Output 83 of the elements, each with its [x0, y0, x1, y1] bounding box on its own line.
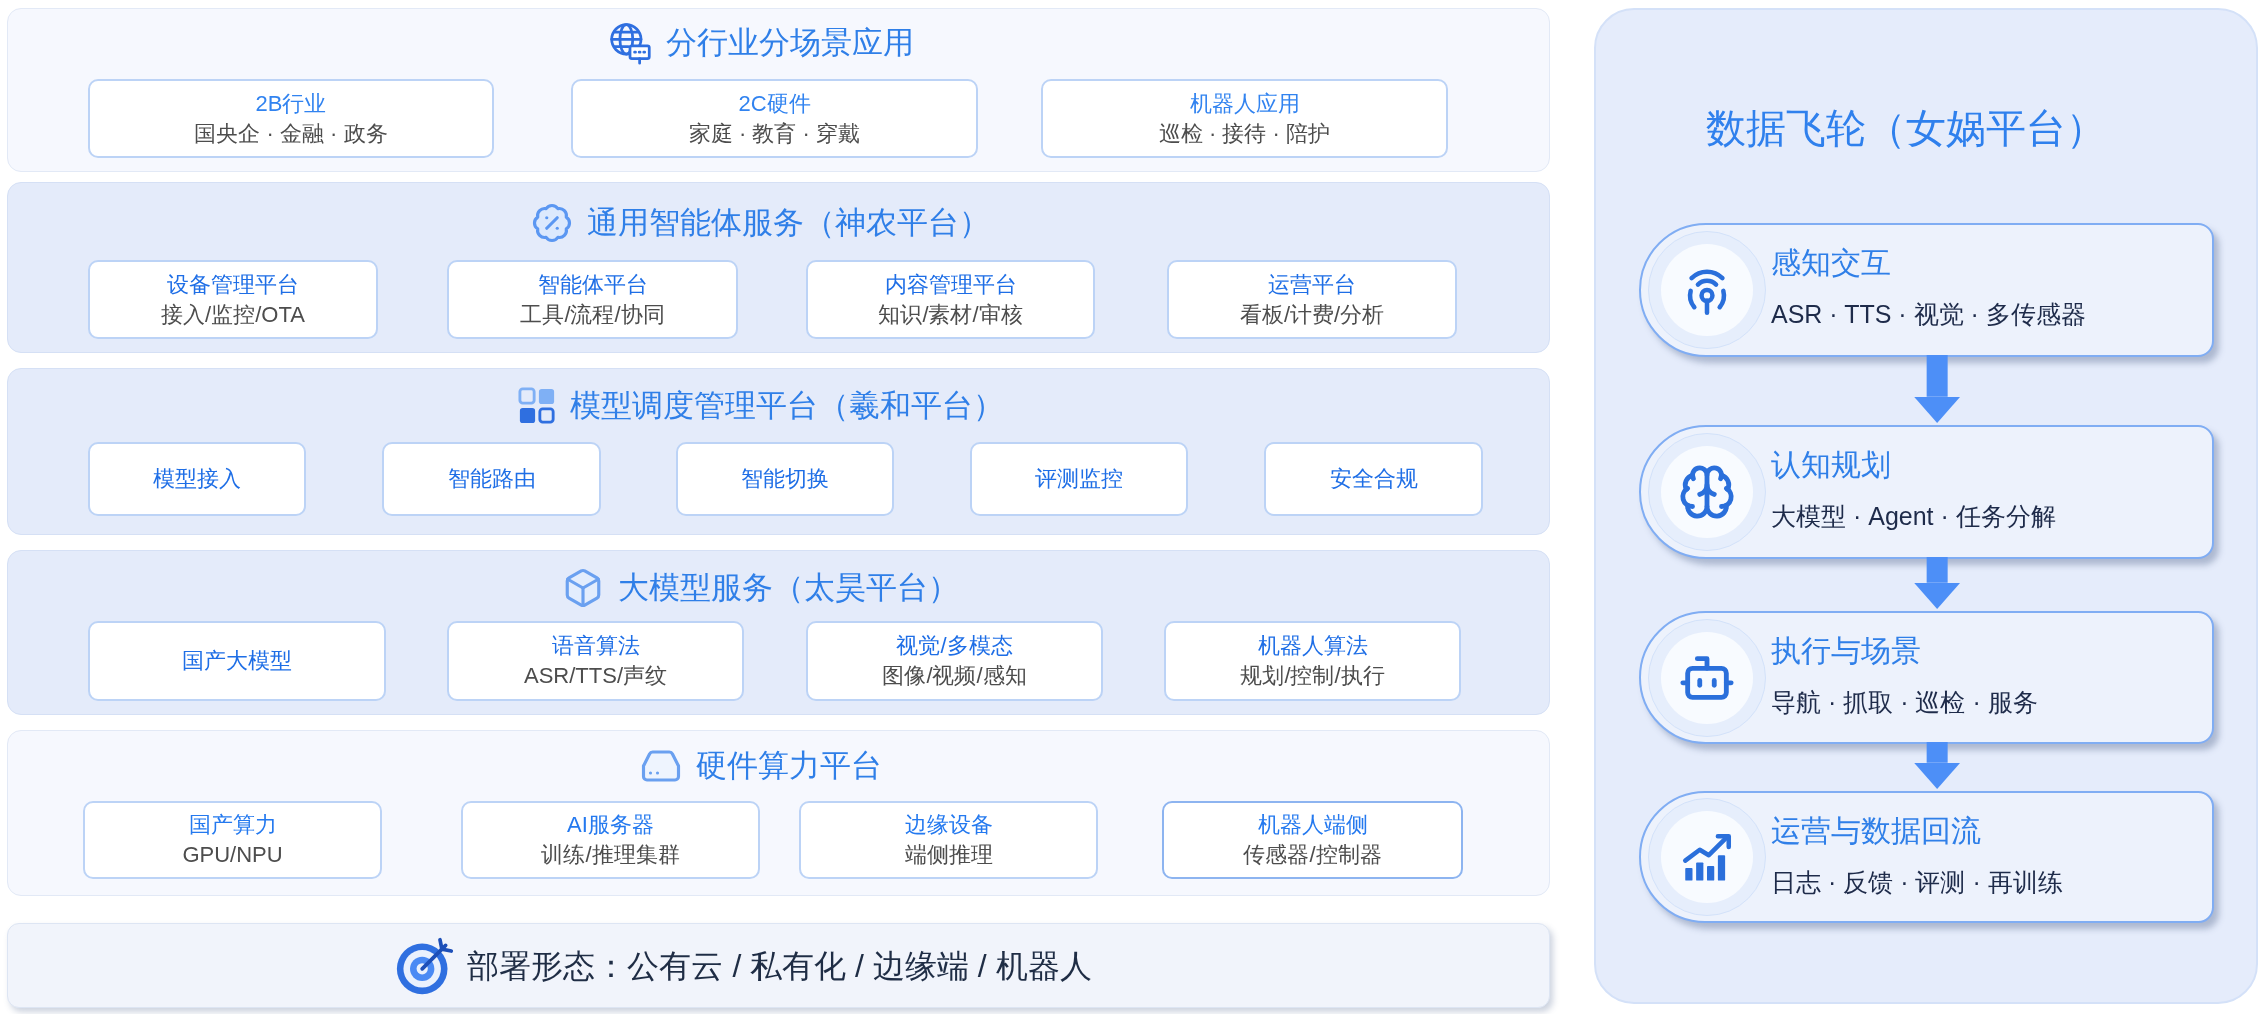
stage-title: 感知交互	[1771, 246, 1891, 279]
module-title: 国产算力	[188, 811, 277, 839]
arrow	[1914, 742, 1961, 789]
module-card	[1164, 621, 1461, 701]
module-card	[88, 442, 306, 516]
layer-heading: 通用智能体服务（神农平台）	[587, 204, 990, 242]
module-detail: 训练/推理集群	[541, 841, 680, 869]
module-detail: 传感器/控制器	[1243, 841, 1382, 869]
stage-card	[1639, 611, 2214, 744]
module-detail: ASR/TTS/声纹	[524, 662, 667, 690]
module-card	[382, 442, 601, 516]
module-card	[970, 442, 1188, 516]
layer-heading: 模型调度管理平台（羲和平台）	[569, 387, 1004, 425]
module-title: 机器人算法	[1257, 632, 1368, 660]
module-card	[1041, 79, 1448, 158]
module-card	[806, 260, 1095, 339]
stage-title: 运营与数据回流	[1771, 814, 1981, 847]
module-card	[461, 801, 760, 879]
stage-title: 认知规划	[1771, 448, 1891, 481]
module-card	[88, 621, 386, 701]
module-title: 模型接入	[153, 465, 241, 493]
deployment-bar	[7, 923, 1550, 1008]
module-detail: 国央企 · 金融 · 政务	[194, 119, 388, 148]
module-card	[88, 79, 494, 158]
module-card	[1264, 442, 1483, 516]
module-title: 内容管理平台	[884, 270, 1017, 299]
module-detail: 图像/视频/感知	[882, 662, 1027, 690]
module-detail: 规划/控制/执行	[1240, 662, 1385, 690]
module-detail: 知识/素材/审核	[878, 300, 1023, 329]
module-title: 安全合规	[1329, 465, 1418, 493]
module-card	[799, 801, 1098, 879]
module-card	[1167, 260, 1457, 339]
module-detail: 端侧推理	[904, 841, 993, 869]
module-title: 智能体平台	[537, 270, 648, 299]
stage-detail: 大模型 · Agent · 任务分解	[1771, 502, 2056, 530]
stage-card	[1639, 425, 2214, 559]
layer-panel	[7, 730, 1550, 896]
module-card	[806, 621, 1103, 701]
module-title: 语音算法	[551, 632, 640, 660]
module-card	[1162, 801, 1463, 879]
module-title: 运营平台	[1268, 270, 1356, 299]
module-title: 2B行业	[255, 89, 327, 118]
module-title: 设备管理平台	[167, 270, 299, 299]
module-detail: 巡检 · 接待 · 陪护	[1158, 119, 1331, 148]
module-card	[447, 260, 738, 339]
module-card	[571, 79, 978, 158]
module-title: 机器人端侧	[1257, 811, 1368, 839]
stage-card	[1639, 223, 2214, 357]
module-title: 智能切换	[741, 465, 829, 493]
layer-heading: 大模型服务（太昊平台）	[618, 569, 959, 607]
flywheel-panel	[1594, 8, 2258, 1004]
stage-detail: ASR · TTS · 视觉 · 多传感器	[1771, 300, 2086, 328]
module-card	[88, 260, 378, 339]
deployment-text: 部署形态：公有云 / 私有化 / 边缘端 / 机器人	[467, 946, 1092, 986]
layer-panel	[7, 550, 1550, 715]
layer-panel	[7, 8, 1550, 172]
layer-panel	[7, 368, 1550, 535]
layer-panel	[7, 182, 1550, 353]
arrow	[1914, 355, 1961, 423]
stage-detail: 导航 · 抓取 · 巡检 · 服务	[1771, 688, 2038, 716]
module-title: 视觉/多模态	[896, 632, 1013, 660]
layer-heading: 分行业分场景应用	[665, 24, 914, 62]
module-title: AI服务器	[567, 811, 654, 839]
arrow	[1914, 557, 1961, 609]
module-card	[83, 801, 382, 879]
module-detail: 工具/流程/协同	[520, 300, 665, 329]
stage-card	[1639, 791, 2214, 923]
module-title: 2C硬件	[738, 89, 811, 118]
module-detail: 家庭 · 教育 · 穿戴	[688, 119, 861, 148]
module-detail: GPU/NPU	[182, 841, 283, 869]
stage-title: 执行与场景	[1771, 634, 1921, 667]
module-title: 评测监控	[1035, 465, 1123, 493]
module-card	[447, 621, 744, 701]
module-card	[676, 442, 894, 516]
module-title: 智能路由	[447, 465, 536, 493]
layer-heading: 硬件算力平台	[695, 747, 882, 785]
panel-heading: 数据飞轮（女娲平台）	[1706, 105, 2106, 152]
module-detail: 看板/计费/分析	[1239, 300, 1385, 329]
module-title: 国产大模型	[182, 647, 292, 675]
module-title: 边缘设备	[904, 811, 993, 839]
stage-detail: 日志 · 反馈 · 评测 · 再训练	[1771, 868, 2063, 896]
module-title: 机器人应用	[1189, 89, 1300, 118]
module-detail: 接入/监控/OTA	[161, 300, 305, 329]
